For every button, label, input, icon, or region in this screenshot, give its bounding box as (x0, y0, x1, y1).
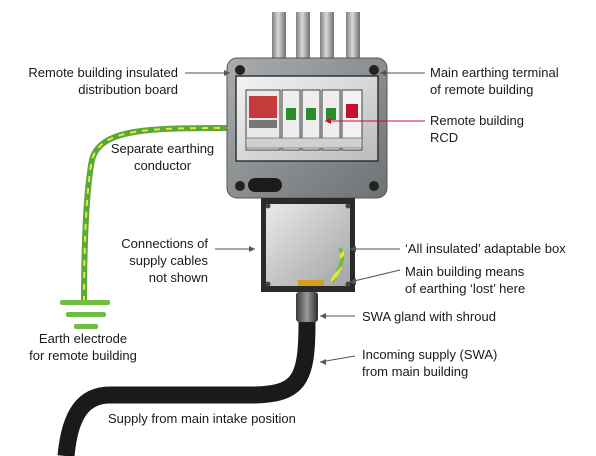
swa-cable (57, 321, 316, 456)
conduit-group (272, 12, 360, 60)
label-main-intake: Supply from main intake position (108, 411, 296, 426)
earth-electrode-icon (60, 300, 110, 329)
adaptable-box-icon (261, 198, 355, 292)
distribution-board-icon (226, 57, 388, 199)
label-adaptable-box: ‘All insulated’ adaptable box (405, 241, 566, 256)
label-swa-gland: SWA gland with shroud (362, 309, 496, 324)
swa-gland-icon (296, 292, 318, 322)
label-incoming-supply: Incoming supply (SWA)from main building (362, 347, 498, 379)
